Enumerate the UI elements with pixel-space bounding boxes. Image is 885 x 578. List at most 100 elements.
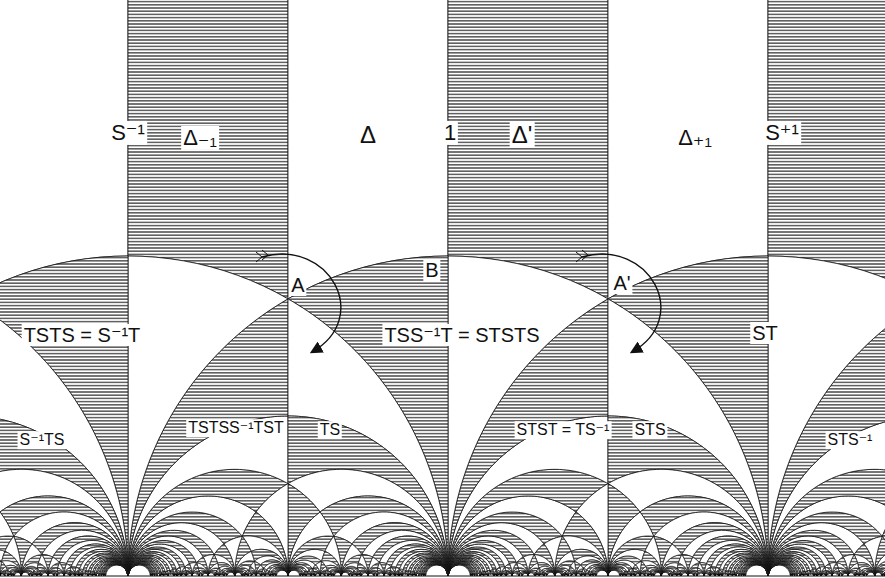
triangle-tile <box>186 572 192 576</box>
triangle-tile <box>518 568 528 576</box>
triangle-tile <box>743 563 768 575</box>
triangle-tile <box>214 544 235 576</box>
triangle-tile <box>640 496 768 575</box>
triangle-tile <box>418 561 448 576</box>
region-label: STST = TS⁻¹ <box>515 421 612 439</box>
triangle-tile <box>327 568 341 576</box>
triangle-tile <box>262 569 265 576</box>
triangle-tile <box>863 570 874 576</box>
triangle-tile <box>79 570 82 576</box>
triangle-tile <box>33 570 37 576</box>
triangle-tile <box>174 570 177 576</box>
triangle-tile <box>859 566 875 576</box>
triangle-tile <box>201 572 208 576</box>
triangle-tile <box>858 563 875 576</box>
triangle-tile <box>673 570 677 576</box>
triangle-tile <box>699 540 768 575</box>
triangle-tile <box>731 572 733 576</box>
triangle-tile <box>738 561 768 576</box>
triangle-tile <box>862 572 864 576</box>
triangle-tile <box>331 570 341 576</box>
triangle-tile <box>400 551 448 575</box>
triangle-tile <box>410 572 412 576</box>
triangle-tile <box>768 0 885 299</box>
triangle-tile <box>719 572 722 576</box>
triangle-tile <box>706 544 768 575</box>
triangle-tile <box>314 573 320 576</box>
triangle-tile <box>80 569 84 576</box>
triangle-tile <box>400 569 404 576</box>
triangle-tile <box>375 571 377 576</box>
real-axis <box>0 576 885 577</box>
region-label: B <box>423 259 440 281</box>
region-label: STS <box>632 421 667 439</box>
triangle-tile <box>272 568 288 576</box>
triangle-tile <box>862 568 875 576</box>
triangle-tile <box>40 572 48 576</box>
triangle-tile <box>697 568 704 576</box>
triangle-tile <box>55 573 57 576</box>
triangle-tile <box>0 469 128 575</box>
triangle-tile <box>677 563 688 576</box>
triangle-tile <box>710 571 715 576</box>
triangle-tile <box>0 0 128 299</box>
triangle-tile <box>71 547 128 575</box>
triangle-tile <box>223 570 234 576</box>
triangle-tile <box>334 512 448 575</box>
triangle-tile <box>651 570 661 576</box>
triangle-tile <box>59 540 128 575</box>
region-label: TS <box>318 421 342 439</box>
triangle-tile <box>89 556 128 575</box>
triangle-tile <box>98 561 128 576</box>
triangle-tile <box>5 572 8 576</box>
triangle-tile <box>867 572 875 576</box>
triangle-tile <box>269 572 271 576</box>
triangle-tile <box>591 567 608 576</box>
rotation-arrows <box>256 250 661 352</box>
triangle-tile <box>250 572 256 576</box>
triangle-tile <box>839 570 848 576</box>
triangle-tile <box>362 530 448 575</box>
triangle-tile <box>276 570 288 576</box>
triangle-tile <box>608 484 640 576</box>
triangle-tile <box>128 256 288 575</box>
triangle-tile <box>222 568 235 576</box>
triangle-tile <box>682 530 768 575</box>
region-label: Δ <box>358 122 378 148</box>
triangle-tile <box>268 572 270 576</box>
triangle-tile <box>494 570 497 576</box>
triangle-tile <box>86 555 128 576</box>
triangle-tile <box>14 512 128 575</box>
triangle-tile <box>587 565 608 576</box>
arrow-curve <box>582 254 661 352</box>
triangle-tile <box>422 563 448 576</box>
triangle-tile <box>570 572 576 576</box>
triangle-tile <box>249 570 256 576</box>
triangle-tile <box>424 564 448 576</box>
triangle-tile <box>583 563 608 576</box>
region-label: ST <box>750 322 780 344</box>
triangle-tile <box>677 568 688 576</box>
triangle-tile <box>682 572 688 576</box>
triangle-tile <box>377 568 384 576</box>
region-label: Δ' <box>510 122 535 148</box>
triangle-tile <box>95 559 128 575</box>
triangle-tile <box>571 549 608 576</box>
triangle-tile <box>352 523 448 576</box>
region-label: S⁻¹ <box>109 121 147 145</box>
triangle-tile <box>742 563 768 576</box>
triangle-tile <box>546 571 555 576</box>
triangle-tile <box>841 572 848 576</box>
region-label: TSTSS⁻¹TST <box>186 419 286 437</box>
triangle-tile <box>519 570 528 576</box>
triangle-tile <box>646 570 648 576</box>
triangle-tile <box>357 568 368 576</box>
triangle-tile <box>654 572 661 576</box>
triangle-tile <box>711 547 768 575</box>
triangle-tile <box>624 572 626 576</box>
triangle-tile <box>271 567 288 576</box>
triangle-tile <box>70 571 75 576</box>
